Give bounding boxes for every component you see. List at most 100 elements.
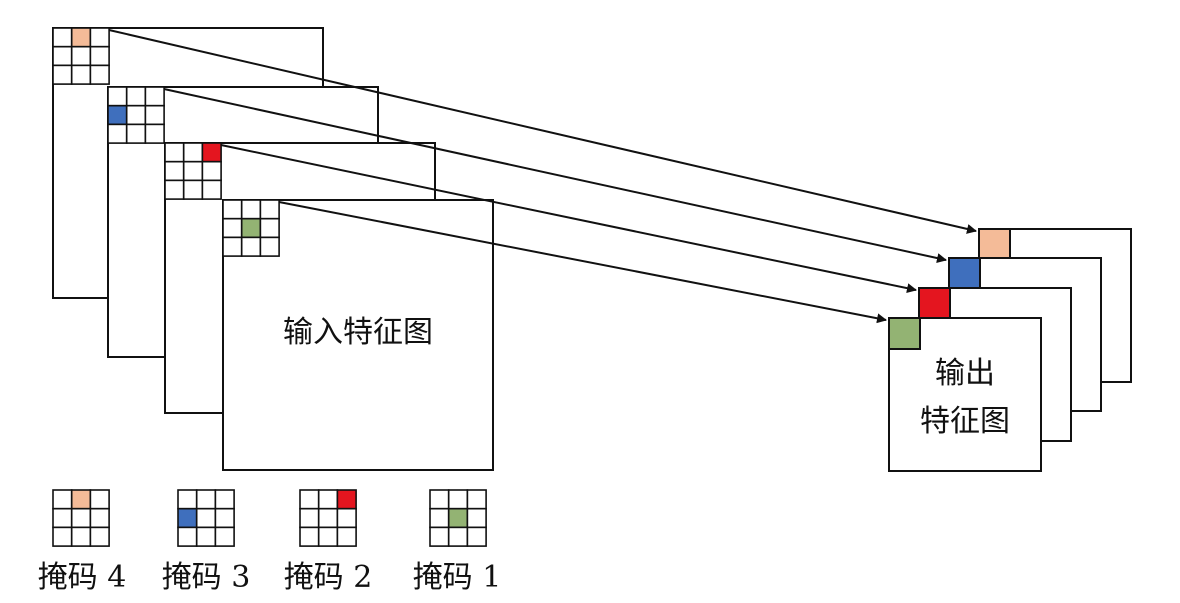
kernel-cell bbox=[259, 199, 280, 220]
kernel-cell bbox=[336, 507, 357, 529]
input-feature-map-label: 输入特征图 bbox=[283, 315, 433, 350]
masked-kernel-cell bbox=[70, 489, 92, 510]
masked-kernel-cell bbox=[240, 217, 262, 239]
output-layer-mask1 bbox=[888, 317, 1042, 472]
kernel-cell bbox=[89, 489, 110, 510]
kernel-cell bbox=[177, 526, 198, 547]
kernel-cell bbox=[52, 507, 73, 529]
kernel-cell bbox=[466, 489, 487, 510]
legend-mask-grid bbox=[177, 489, 235, 547]
kernel-cell bbox=[317, 526, 339, 547]
input-layer-mask1 bbox=[222, 199, 494, 471]
output-pixel bbox=[978, 228, 1011, 261]
mask-kernel-grid bbox=[107, 86, 165, 144]
legend-item-mask2: 掩码 2 bbox=[284, 489, 373, 595]
kernel-cell bbox=[144, 104, 165, 126]
kernel-cell bbox=[125, 123, 147, 144]
kernel-cell bbox=[240, 199, 262, 220]
kernel-cell bbox=[52, 64, 73, 85]
mapping-arrow bbox=[220, 144, 917, 294]
kernel-cell bbox=[177, 489, 198, 510]
kernel-cell bbox=[222, 199, 243, 220]
kernel-cell bbox=[466, 507, 487, 529]
kernel-cell bbox=[240, 236, 262, 257]
kernel-cell bbox=[125, 86, 147, 107]
kernel-cell bbox=[429, 489, 450, 510]
kernel-cell bbox=[222, 217, 243, 239]
kernel-cell bbox=[299, 526, 320, 547]
kernel-cell bbox=[125, 104, 147, 126]
kernel-cell bbox=[144, 86, 165, 107]
kernel-cell bbox=[336, 526, 357, 547]
kernel-cell bbox=[107, 86, 128, 107]
legend-label: 掩码 2 bbox=[284, 560, 373, 595]
kernel-cell bbox=[317, 489, 339, 510]
kernel-cell bbox=[164, 160, 185, 182]
output-pixel bbox=[888, 317, 921, 350]
output-feature-map-stack: 输出 特征图 bbox=[888, 228, 1132, 472]
kernel-cell bbox=[214, 526, 235, 547]
legend-mask-grid bbox=[52, 489, 110, 547]
kernel-cell bbox=[89, 64, 110, 85]
kernel-cell bbox=[195, 526, 217, 547]
kernel-cell bbox=[214, 489, 235, 510]
kernel-cell bbox=[89, 526, 110, 547]
legend-item-mask4: 掩码 4 bbox=[38, 489, 127, 595]
legend-mask-grid bbox=[299, 489, 357, 547]
kernel-cell bbox=[447, 526, 469, 547]
mapping-arrow bbox=[163, 88, 947, 263]
kernel-cell bbox=[214, 507, 235, 529]
masked-kernel-cell bbox=[201, 142, 222, 163]
kernel-cell bbox=[89, 507, 110, 529]
kernel-cell bbox=[89, 27, 110, 48]
kernel-cell bbox=[299, 489, 320, 510]
kernel-cell bbox=[195, 489, 217, 510]
kernel-cell bbox=[317, 507, 339, 529]
output-feature-map-label-line1: 输出 bbox=[935, 356, 995, 391]
legend-label: 掩码 4 bbox=[38, 560, 127, 595]
mapping-arrow bbox=[108, 29, 977, 234]
legend-item-mask3: 掩码 3 bbox=[162, 489, 251, 595]
legend-mask-grid bbox=[429, 489, 487, 547]
masked-kernel-cell bbox=[447, 507, 469, 529]
legend-label: 掩码 1 bbox=[413, 560, 502, 595]
kernel-cell bbox=[182, 160, 204, 182]
kernel-cell bbox=[182, 179, 204, 200]
output-feature-map-label-line2: 特征图 bbox=[920, 404, 1010, 439]
masked-kernel-cell bbox=[177, 507, 198, 529]
kernel-cell bbox=[447, 489, 469, 510]
legend-label: 掩码 3 bbox=[162, 560, 251, 595]
kernel-cell bbox=[70, 64, 92, 85]
kernel-cell bbox=[52, 45, 73, 67]
kernel-cell bbox=[164, 179, 185, 200]
kernel-cell bbox=[144, 123, 165, 144]
kernel-cell bbox=[52, 27, 73, 48]
kernel-cell bbox=[429, 526, 450, 547]
kernel-cell bbox=[70, 526, 92, 547]
kernel-cell bbox=[201, 160, 222, 182]
kernel-cell bbox=[52, 489, 73, 510]
kernel-cell bbox=[429, 507, 450, 529]
kernel-cell bbox=[201, 179, 222, 200]
kernel-cell bbox=[299, 507, 320, 529]
kernel-cell bbox=[70, 507, 92, 529]
kernel-cell bbox=[222, 236, 243, 257]
kernel-cell bbox=[259, 236, 280, 257]
mask-kernel-grid bbox=[52, 27, 110, 85]
kernel-cell bbox=[70, 45, 92, 67]
kernel-cell bbox=[164, 142, 185, 163]
kernel-cell bbox=[182, 142, 204, 163]
kernel-cell bbox=[107, 123, 128, 144]
legend-item-mask1: 掩码 1 bbox=[413, 489, 502, 595]
kernel-cell bbox=[52, 526, 73, 547]
masked-kernel-cell bbox=[336, 489, 357, 510]
mapping-arrow bbox=[278, 201, 887, 324]
output-pixel bbox=[948, 257, 981, 290]
kernel-cell bbox=[466, 526, 487, 547]
mask-kernel-grid bbox=[222, 199, 280, 257]
input-feature-map-stack: 输入特征图 bbox=[52, 27, 494, 471]
kernel-cell bbox=[195, 507, 217, 529]
kernel-cell bbox=[259, 217, 280, 239]
mask-legend: 掩码 4 掩码 3 掩码 2 掩码 1 bbox=[38, 489, 502, 595]
